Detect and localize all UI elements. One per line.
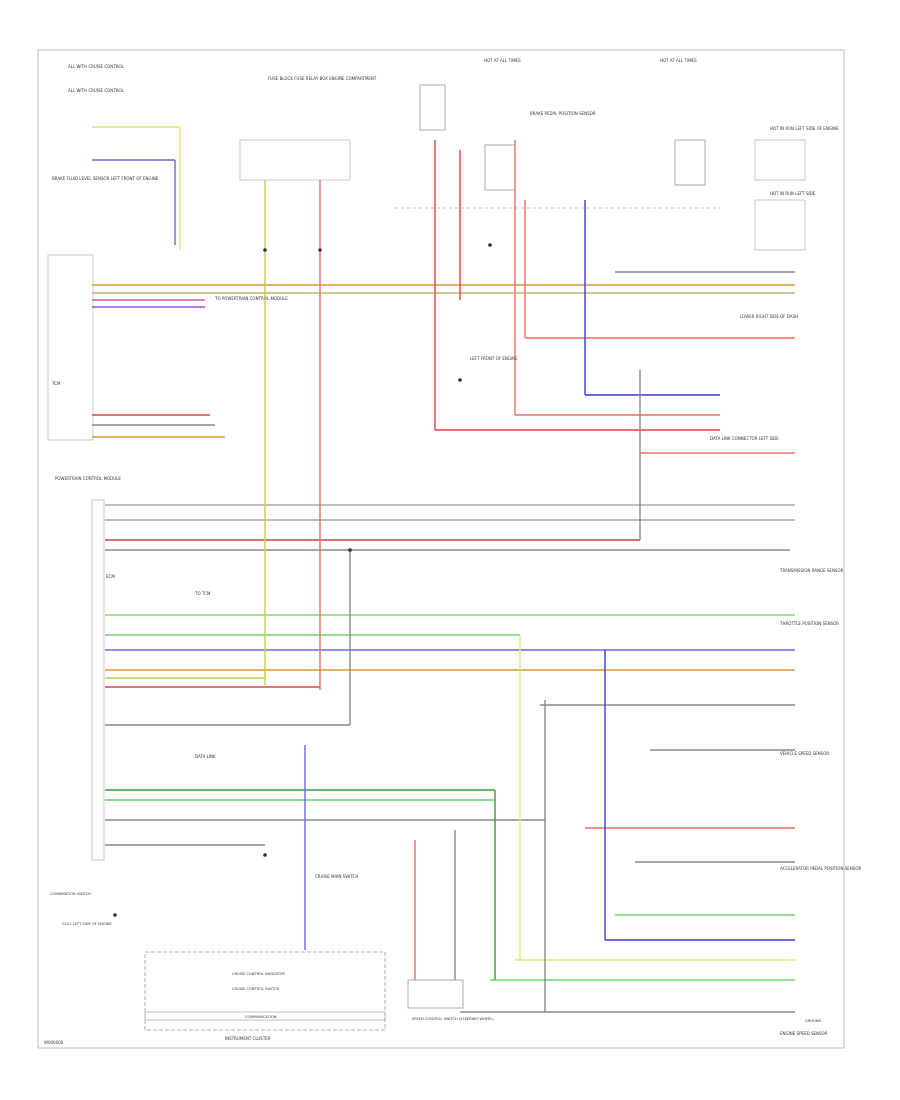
cluster-bottom-strip bbox=[144, 1011, 386, 1021]
caption-hot-all-1: HOT AT ALL TIMES bbox=[484, 58, 521, 63]
junction-dot bbox=[263, 853, 267, 857]
junction-dot bbox=[458, 378, 462, 382]
cluster-inner-label: CRUISE CONTROL INDICATOR bbox=[232, 972, 285, 976]
footer-code: W000000 bbox=[44, 1040, 64, 1045]
caption-center-mid-1: TO TCM bbox=[194, 591, 211, 596]
relay-box-2 bbox=[484, 144, 516, 191]
junction-dot bbox=[113, 913, 117, 917]
caption-left-sensor: BRAKE FLUID LEVEL SENSOR LEFT FRONT OF E… bbox=[52, 176, 159, 181]
ecm-block bbox=[91, 499, 105, 861]
caption-right-mid-2: DATA LINK CONNECTOR LEFT SIDE bbox=[710, 436, 779, 441]
caption-center-mid-2: DATA LINK bbox=[195, 754, 216, 759]
caption-right-mid-1: LOWER RIGHT SIDE OF DASH bbox=[740, 314, 798, 319]
bottom-center-module bbox=[407, 979, 464, 1009]
junction-dot bbox=[348, 548, 352, 552]
caption-right-low-2: ACCELERATOR PEDAL POSITION SENSOR bbox=[780, 866, 861, 871]
relay-box-3 bbox=[674, 139, 706, 186]
caption-top-center-block: FUSE BLOCK FUSE RELAY BOX ENGINE COMPART… bbox=[268, 76, 377, 81]
ecm-label: POWERTRAIN CONTROL MODULE bbox=[55, 476, 121, 481]
left-upper-block-label: TCM bbox=[51, 381, 61, 386]
caption-cluster-top: CRUISE MAIN SWITCH bbox=[315, 874, 358, 879]
right-upper-block-1 bbox=[754, 139, 806, 181]
lower-right-ground-label: GROUND bbox=[805, 1019, 821, 1023]
diagram-frame bbox=[37, 49, 845, 1049]
caption-right-low-1: VEHICLE SPEED SENSOR bbox=[780, 751, 829, 756]
wire-harness bbox=[92, 126, 795, 1013]
caption-hot-all-2: HOT AT ALL TIMES bbox=[660, 58, 697, 63]
junction-dot bbox=[488, 243, 492, 247]
caption-right-low-3: ENGINE SPEED SENSOR bbox=[780, 1031, 828, 1036]
caption-right-mid-4: THROTTLE POSITION SENSOR bbox=[779, 621, 839, 626]
instrument-cluster-label: INSTRUMENT CLUSTER bbox=[225, 1036, 271, 1041]
junction-dot bbox=[263, 248, 267, 252]
caption-right-mid-3: TRANSMISSION RANGE SENSOR bbox=[779, 568, 844, 573]
note-top-left-2: ALL WITH CRUISE CONTROL bbox=[68, 88, 125, 93]
bottom-center-module-label: SPEED CONTROL SWITCH (STEERING WHEEL) bbox=[412, 1017, 494, 1021]
top-center-block bbox=[239, 139, 351, 181]
junction-dot bbox=[318, 248, 322, 252]
cluster-interface-label: CRUISE CONTROL SWITCH bbox=[232, 987, 279, 991]
caption-ground-mid: LEFT FRONT OF ENGINE bbox=[470, 356, 518, 361]
right-upper-block-2 bbox=[754, 199, 806, 251]
note-top-left-1: ALL WITH CRUISE CONTROL bbox=[68, 64, 125, 69]
instrument-cluster bbox=[144, 951, 386, 1031]
caption-brake-pedal-sensor: BRAKE PEDAL POSITION SENSOR bbox=[530, 111, 596, 116]
cluster-bottom-strip-label: COMMUNICATION bbox=[245, 1015, 277, 1019]
caption-right-upper-2: HOT IN RUN LEFT SIDE bbox=[770, 191, 816, 196]
combination-switch-label: COMBINATION SWITCH bbox=[50, 892, 91, 896]
left-ground-caption: G101 LEFT SIDE OF ENGINE bbox=[62, 922, 112, 926]
caption-right-upper: HOT IN RUN LEFT SIDE OF ENGINE bbox=[770, 126, 839, 131]
ecm-block-label: ECM bbox=[106, 574, 115, 579]
wire-verticals bbox=[174, 127, 641, 1012]
relay-box-1 bbox=[419, 84, 446, 131]
junction-dots bbox=[113, 243, 492, 917]
left-upper-block bbox=[47, 254, 94, 441]
caption-left-mid: TO POWERTRAIN CONTROL MODULE bbox=[214, 296, 288, 301]
